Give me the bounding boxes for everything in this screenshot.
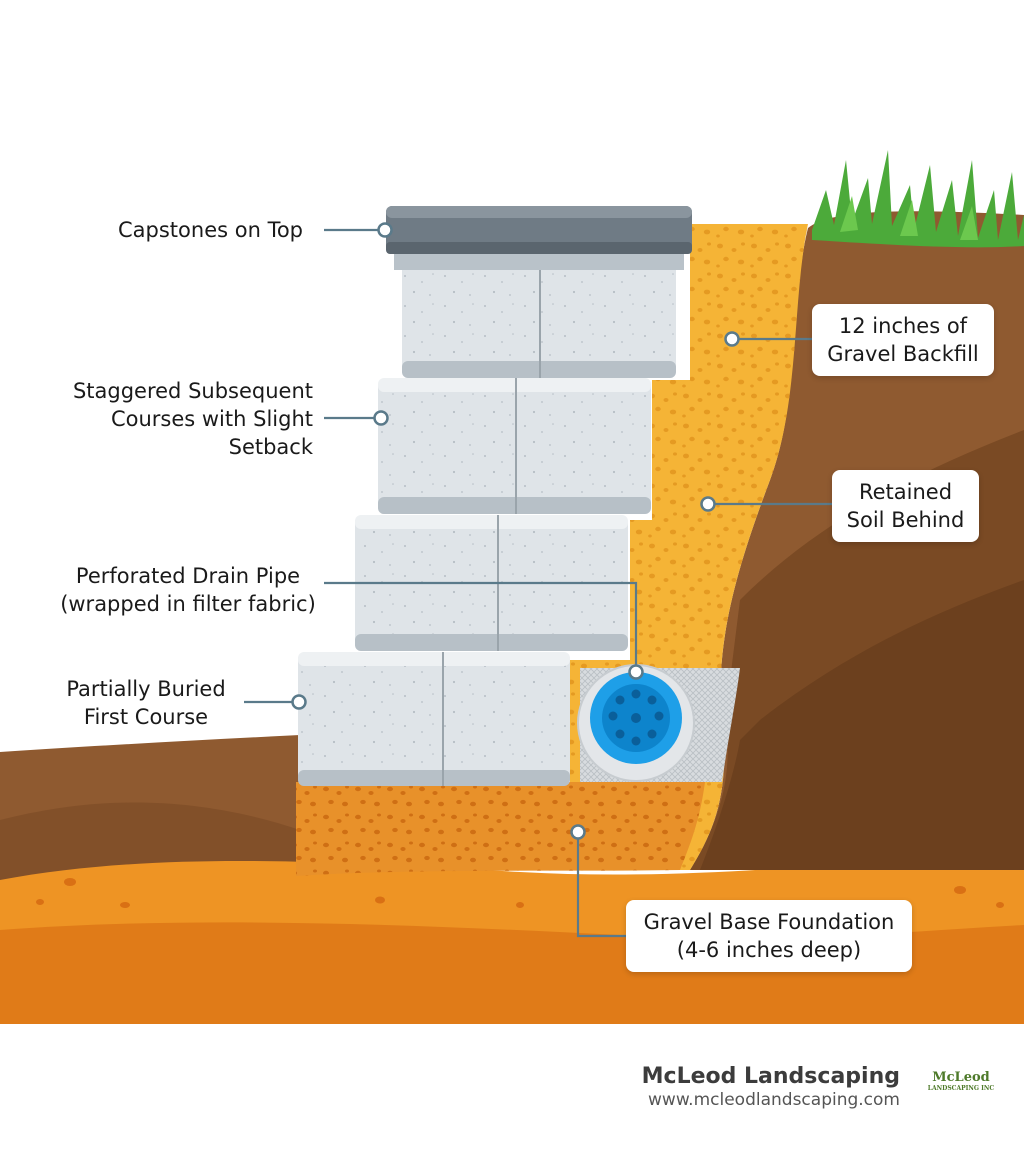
block-course-1 bbox=[298, 652, 570, 786]
dot-drain-pipe bbox=[628, 664, 644, 680]
brand-logo-text: McLeod bbox=[932, 1070, 990, 1085]
block-course-4 bbox=[402, 244, 676, 378]
label-drain-pipe: Perforated Drain Pipe (wrapped in filter… bbox=[60, 564, 316, 616]
gravel-base-texture bbox=[296, 782, 705, 876]
dot-gravel-base bbox=[570, 824, 586, 840]
dot-gravel-backfill bbox=[724, 331, 740, 347]
leader-gravel-base bbox=[576, 834, 626, 938]
grass-highlight bbox=[840, 196, 978, 240]
label-gravel-base: Gravel Base Foundation (4-6 inches deep) bbox=[626, 900, 912, 972]
dot-capstones bbox=[377, 222, 393, 238]
leader-lines bbox=[244, 228, 832, 938]
label-capstones: Capstones on Top bbox=[118, 218, 304, 242]
capstone bbox=[386, 206, 692, 270]
dot-retained-soil bbox=[700, 496, 716, 512]
label-retained-soil: Retained Soil Behind bbox=[832, 470, 979, 542]
label-first-course: Partially Buried First Course bbox=[66, 677, 226, 729]
retained-soil-darker-band bbox=[700, 580, 1024, 870]
dot-staggered bbox=[373, 410, 389, 426]
label-gravel-backfill: 12 inches of Gravel Backfill bbox=[812, 304, 994, 376]
block-course-3 bbox=[378, 378, 651, 514]
leader-drain-pipe bbox=[324, 581, 638, 668]
leader-dots bbox=[291, 222, 740, 840]
brand-name: McLeod Landscaping bbox=[641, 1064, 900, 1089]
dot-first-course bbox=[291, 694, 307, 710]
ground-pebbles bbox=[36, 878, 1004, 908]
label-staggered-courses: Staggered Subsequent Courses with Slight… bbox=[72, 379, 313, 459]
grass bbox=[812, 150, 1024, 248]
brand-logo-subtext: LANDSCAPING INC bbox=[927, 1085, 995, 1092]
brand-logo: McLeod LANDSCAPING INC bbox=[924, 1071, 998, 1101]
drain-perforations bbox=[608, 689, 664, 746]
brand-url[interactable]: www.mcleodlandscaping.com bbox=[648, 1090, 900, 1110]
